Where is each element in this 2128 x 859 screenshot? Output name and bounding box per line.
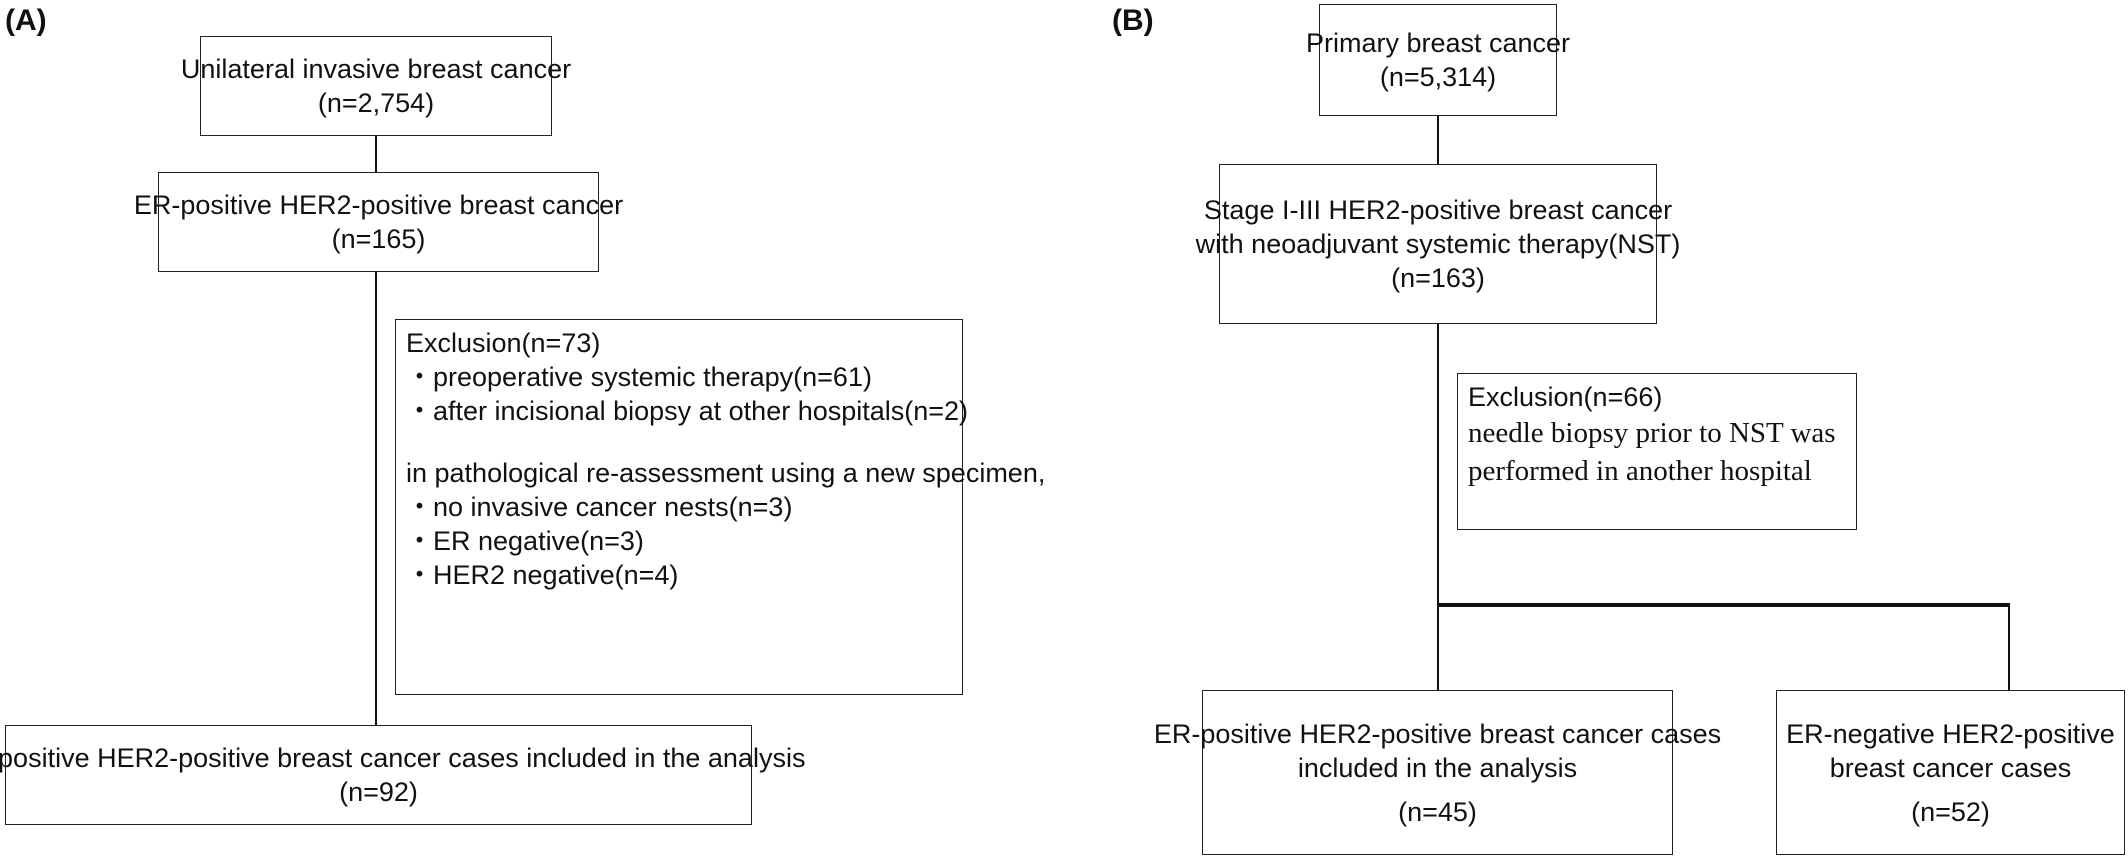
exclusion-reason-line2: performed in another hospital <box>1468 455 1812 487</box>
exclusion-item-no-nests: ・no invasive cancer nests(n=3) <box>406 492 793 522</box>
stage-label-line1: Stage I-III HER2-positive breast cancer <box>1203 195 1673 225</box>
er-negative-label-line2: breast cancer cases <box>1829 752 2072 783</box>
exclusion-subheading: in pathological re-assessment using a ne… <box>406 458 1046 488</box>
panel-b-branch-line <box>1437 603 2010 607</box>
exclusion-item-her2-negative: ・HER2 negative(n=4) <box>406 560 679 590</box>
panel-a-final-box: ER-positive HER2-positive breast cancer … <box>0 725 805 825</box>
panel-b-label: (B) <box>1112 4 1154 37</box>
exclusion-title: Exclusion(n=73) <box>406 328 601 358</box>
er-positive-label-line2: included in the analysis <box>1297 752 1578 783</box>
er-negative-count: (n=52) <box>1911 796 1990 827</box>
panel-a-exclusion-box: Exclusion(n=73) ・preoperative systemic t… <box>395 319 1045 695</box>
er-her2-count: (n=165) <box>331 224 426 254</box>
exclusion-title: Exclusion(n=66) <box>1468 382 1663 412</box>
panel-a-connector-1 <box>375 136 377 172</box>
panel-a-label: (A) <box>5 4 47 37</box>
population-count: (n=2,754) <box>317 88 435 118</box>
exclusion-item-preoperative: ・preoperative systemic therapy(n=61) <box>406 362 872 392</box>
panel-b-stage-box: Stage I-III HER2-positive breast cancer … <box>1196 164 1680 324</box>
population-label: Unilateral invasive breast cancer <box>180 54 572 84</box>
exclusion-reason-line1: needle biopsy prior to NST was <box>1468 417 1836 449</box>
stage-count: (n=163) <box>1391 263 1485 293</box>
er-positive-count: (n=45) <box>1398 796 1477 827</box>
exclusion-item-er-negative: ・ER negative(n=3) <box>406 526 644 556</box>
er-negative-label-line1: ER-negative HER2-positive <box>1786 718 2115 749</box>
panel-a-population-box: Unilateral invasive breast cancer (n=2,7… <box>181 36 571 136</box>
panel-b-exclusion-box: Exclusion(n=66) needle biopsy prior to N… <box>1457 373 1857 530</box>
panel-b-population-box: Primary breast cancer (n=5,314) <box>1306 4 1570 116</box>
panel-b-er-positive-box: ER-positive HER2-positive breast cancer … <box>1154 690 1721 855</box>
stage-label-line2: with neoadjuvant systemic therapy(NST) <box>1195 229 1681 259</box>
er-positive-label-line1: ER-positive HER2-positive breast cancer … <box>1153 718 1722 749</box>
exclusion-item-incisional-biopsy: ・after incisional biopsy at other hospit… <box>406 396 969 426</box>
er-her2-label: ER-positive HER2-positive breast cancer <box>133 190 624 220</box>
panel-b-main-flow-line <box>1437 324 1439 690</box>
panel-b-branch-right-drop <box>2008 603 2010 690</box>
population-label: Primary breast cancer <box>1305 28 1571 58</box>
final-count: (n=92) <box>339 777 418 807</box>
final-label: ER-positive HER2-positive breast cancer … <box>0 743 806 773</box>
panel-a-er-her2-box: ER-positive HER2-positive breast cancer … <box>134 172 623 272</box>
panel-b-connector-1 <box>1437 116 1439 164</box>
panel-a-main-flow-line <box>375 272 377 725</box>
panel-b-er-negative-box: ER-negative HER2-positive breast cancer … <box>1776 690 2125 855</box>
population-count: (n=5,314) <box>1379 62 1497 92</box>
